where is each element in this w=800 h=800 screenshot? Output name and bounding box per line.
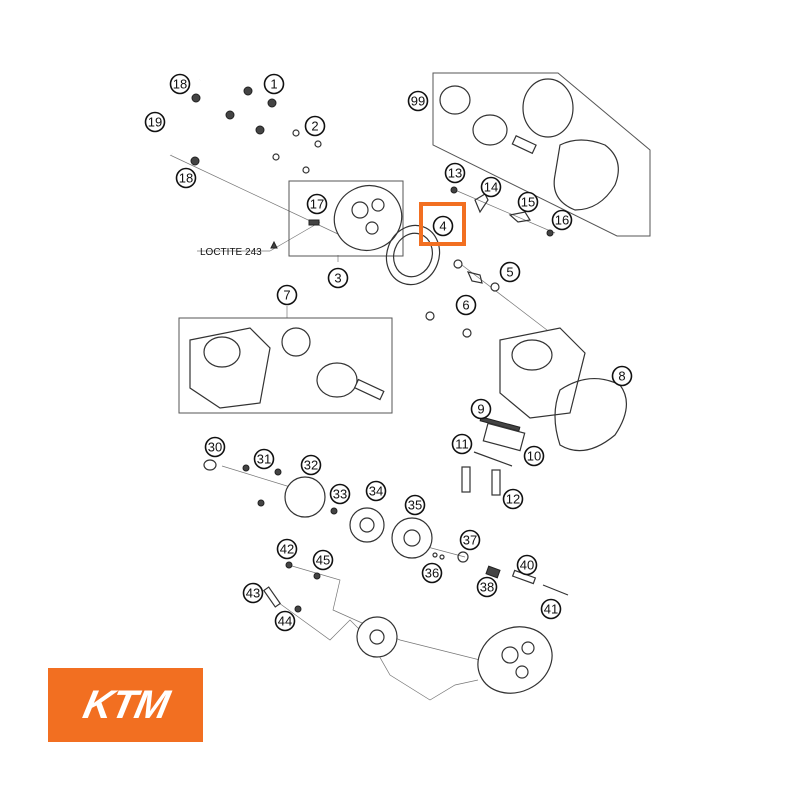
- svg-text:37: 37: [463, 533, 477, 548]
- svg-text:40: 40: [520, 558, 534, 573]
- diaphragm-34: [349, 507, 385, 543]
- callout-9[interactable]: 9: [470, 398, 492, 420]
- svg-text:30: 30: [208, 440, 222, 455]
- svg-text:42: 42: [280, 542, 294, 557]
- svg-text:11: 11: [455, 437, 469, 452]
- svg-text:31: 31: [257, 452, 271, 467]
- cover-35: [391, 517, 433, 559]
- cover-32: [284, 476, 326, 518]
- frame-3: [288, 180, 404, 257]
- callout-41[interactable]: 41: [540, 598, 562, 620]
- svg-text:36: 36: [425, 566, 439, 581]
- callout-45[interactable]: 45: [312, 549, 334, 571]
- svg-text:32: 32: [304, 458, 318, 473]
- svg-text:8: 8: [618, 369, 625, 384]
- svg-text:13: 13: [448, 166, 462, 181]
- svg-text:45: 45: [316, 553, 330, 568]
- cylinder-head: [333, 185, 403, 251]
- callout-16[interactable]: 16: [551, 209, 573, 231]
- svg-text:17: 17: [310, 197, 324, 212]
- callout-6[interactable]: 6: [455, 294, 477, 316]
- callout-17[interactable]: 17: [306, 193, 328, 215]
- svg-text:44: 44: [278, 614, 292, 629]
- svg-text:7: 7: [283, 288, 290, 303]
- svg-text:16: 16: [555, 213, 569, 228]
- svg-text:18: 18: [179, 171, 193, 186]
- callout-99[interactable]: 99: [407, 90, 429, 112]
- callout-43[interactable]: 43: [242, 582, 264, 604]
- bolts-1: [190, 86, 277, 166]
- callout-42[interactable]: 42: [276, 538, 298, 560]
- callout-30[interactable]: 30: [204, 436, 226, 458]
- callout-36[interactable]: 36: [421, 562, 443, 584]
- svg-text:18: 18: [173, 77, 187, 92]
- callout-4[interactable]: 4: [432, 215, 454, 237]
- callout-38[interactable]: 38: [476, 576, 498, 598]
- svg-text:6: 6: [462, 298, 469, 313]
- callout-3[interactable]: 3: [327, 267, 349, 289]
- callout-31[interactable]: 31: [253, 448, 275, 470]
- svg-text:12: 12: [506, 492, 520, 507]
- svg-text:34: 34: [369, 484, 383, 499]
- svg-text:33: 33: [333, 487, 347, 502]
- washers-2: [272, 129, 322, 174]
- highlight-box: [419, 202, 466, 246]
- svg-text:35: 35: [408, 498, 422, 513]
- callout-18[interactable]: 18: [169, 73, 191, 95]
- callout-1[interactable]: 1: [263, 73, 285, 95]
- callout-19[interactable]: 19: [144, 111, 166, 133]
- logo-text: KTM: [79, 682, 173, 727]
- callout-2[interactable]: 2: [304, 115, 326, 137]
- callout-7[interactable]: 7: [276, 284, 298, 306]
- callout-34[interactable]: 34: [365, 480, 387, 502]
- callout-13[interactable]: 13: [444, 162, 466, 184]
- svg-text:4: 4: [439, 219, 446, 234]
- svg-text:10: 10: [527, 449, 541, 464]
- ktm-logo: KTM: [48, 668, 203, 742]
- callout-18[interactable]: 18: [175, 167, 197, 189]
- svg-text:1: 1: [270, 77, 277, 92]
- svg-text:38: 38: [480, 580, 494, 595]
- callout-10[interactable]: 10: [523, 445, 545, 467]
- callout-5[interactable]: 5: [499, 261, 521, 283]
- loctite-note: LOCTITE 243: [200, 247, 262, 258]
- callout-32[interactable]: 32: [300, 454, 322, 476]
- svg-text:41: 41: [544, 602, 558, 617]
- callout-33[interactable]: 33: [329, 483, 351, 505]
- svg-text:15: 15: [521, 195, 535, 210]
- frame-7: [178, 317, 393, 414]
- callout-37[interactable]: 37: [459, 529, 481, 551]
- svg-text:19: 19: [148, 115, 162, 130]
- svg-text:9: 9: [477, 402, 484, 417]
- svg-text:14: 14: [484, 180, 498, 195]
- svg-text:2: 2: [311, 119, 318, 134]
- callout-15[interactable]: 15: [517, 191, 539, 213]
- cylinder: [499, 327, 586, 419]
- callout-35[interactable]: 35: [404, 494, 426, 516]
- head-gasket-4: [385, 224, 441, 286]
- callout-40[interactable]: 40: [516, 554, 538, 576]
- callout-14[interactable]: 14: [480, 176, 502, 198]
- callout-44[interactable]: 44: [274, 610, 296, 632]
- svg-text:5: 5: [506, 265, 513, 280]
- svg-text:99: 99: [411, 94, 425, 109]
- callout-12[interactable]: 12: [502, 488, 524, 510]
- svg-text:3: 3: [334, 271, 341, 286]
- callout-8[interactable]: 8: [611, 365, 633, 387]
- kit-frame-99: [432, 72, 651, 237]
- svg-text:43: 43: [246, 586, 260, 601]
- callout-11[interactable]: 11: [451, 433, 473, 455]
